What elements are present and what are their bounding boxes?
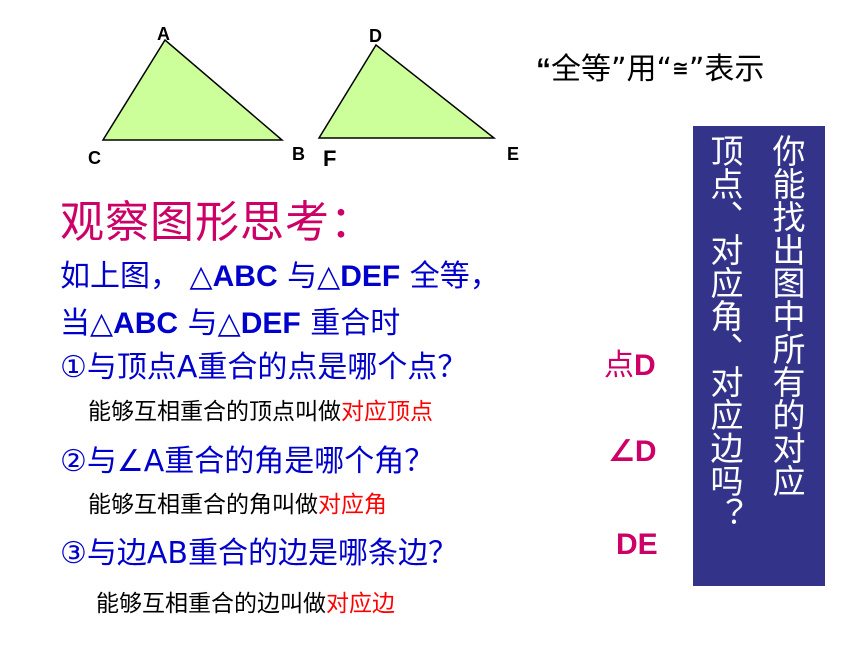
definition-1: 能够互相重合的顶点叫做对应顶点: [88, 392, 433, 426]
definition-3-text: 能够互相重合的边叫做: [96, 591, 326, 617]
question-2: ②与∠A重合的角是哪个角？: [60, 444, 435, 479]
note-part-2: ”用“: [611, 52, 673, 87]
answer-1-value: D: [634, 349, 656, 382]
intro-line-1-e: 全等，: [400, 259, 500, 294]
intro-line-2: 当△ABC 与△DEF 重合时: [60, 298, 400, 342]
question-1: ①与顶点A重合的点是哪个点？: [60, 350, 468, 385]
intro-line-2-def: DEF: [240, 307, 301, 340]
congruence-symbol-note: “全等”用“≅”表示: [536, 44, 764, 88]
vertex-label-a: A: [157, 24, 170, 44]
answer-2-prefix: ∠: [608, 434, 635, 469]
intro-line-2-a: 当△: [60, 306, 114, 341]
vertex-label-d: D: [369, 26, 382, 46]
page-title: 观察图形思考：: [60, 197, 375, 248]
vertical-question-box: 你能找出图中所有的对应 顶点、对应角、对应边吗？: [693, 126, 825, 586]
definition-2: 能够互相重合的角叫做对应角: [88, 485, 387, 519]
congruent-symbol: ≅: [672, 56, 689, 80]
note-part-3: ”表示: [688, 52, 765, 87]
vertex-label-b: B: [292, 144, 305, 164]
answer-3-value: DE: [616, 528, 658, 561]
answer-3: DE: [616, 528, 658, 562]
answer-2: ∠D: [608, 434, 657, 469]
vertex-label-e: E: [507, 144, 520, 164]
triangles-figure: [101, 38, 497, 141]
vertical-text-col-2: 顶点、对应角、对应边吗？: [705, 134, 744, 530]
intro-line-1-a: 如上图， △: [60, 259, 213, 294]
intro-line-1-abc: ABC: [212, 260, 278, 293]
vertex-label-c: C: [88, 148, 101, 168]
answer-1-prefix: 点: [604, 348, 634, 383]
quote-open: “: [536, 53, 551, 86]
vertical-text-col-1: 你能找出图中所有的对应: [767, 134, 806, 497]
triangle-abc: [101, 38, 285, 141]
definition-3-term: 对应边: [326, 591, 395, 617]
answer-2-value: D: [634, 435, 657, 468]
note-part-1: 全等: [551, 52, 611, 87]
question-3: ③与边AB重合的边是哪条边？: [60, 536, 458, 571]
definition-1-term: 对应顶点: [341, 399, 433, 425]
intro-line-2-abc: ABC: [113, 307, 179, 340]
intro-line-1-c: 与△: [277, 259, 341, 294]
intro-line-2-e: 重合时: [300, 306, 401, 341]
definition-2-text: 能够互相重合的角叫做: [88, 492, 318, 518]
intro-line-2-c: 与△: [178, 306, 241, 341]
vertex-label-f: F: [323, 146, 337, 171]
intro-line-1: 如上图， △ABC 与△DEF 全等，: [60, 251, 500, 295]
triangle-def: [317, 43, 497, 139]
intro-line-1-def: DEF: [340, 260, 401, 293]
definition-2-term: 对应角: [318, 492, 387, 518]
definition-1-text: 能够互相重合的顶点叫做: [88, 399, 341, 425]
answer-1: 点D: [604, 340, 656, 384]
definition-3: 能够互相重合的边叫做对应边: [96, 584, 395, 618]
